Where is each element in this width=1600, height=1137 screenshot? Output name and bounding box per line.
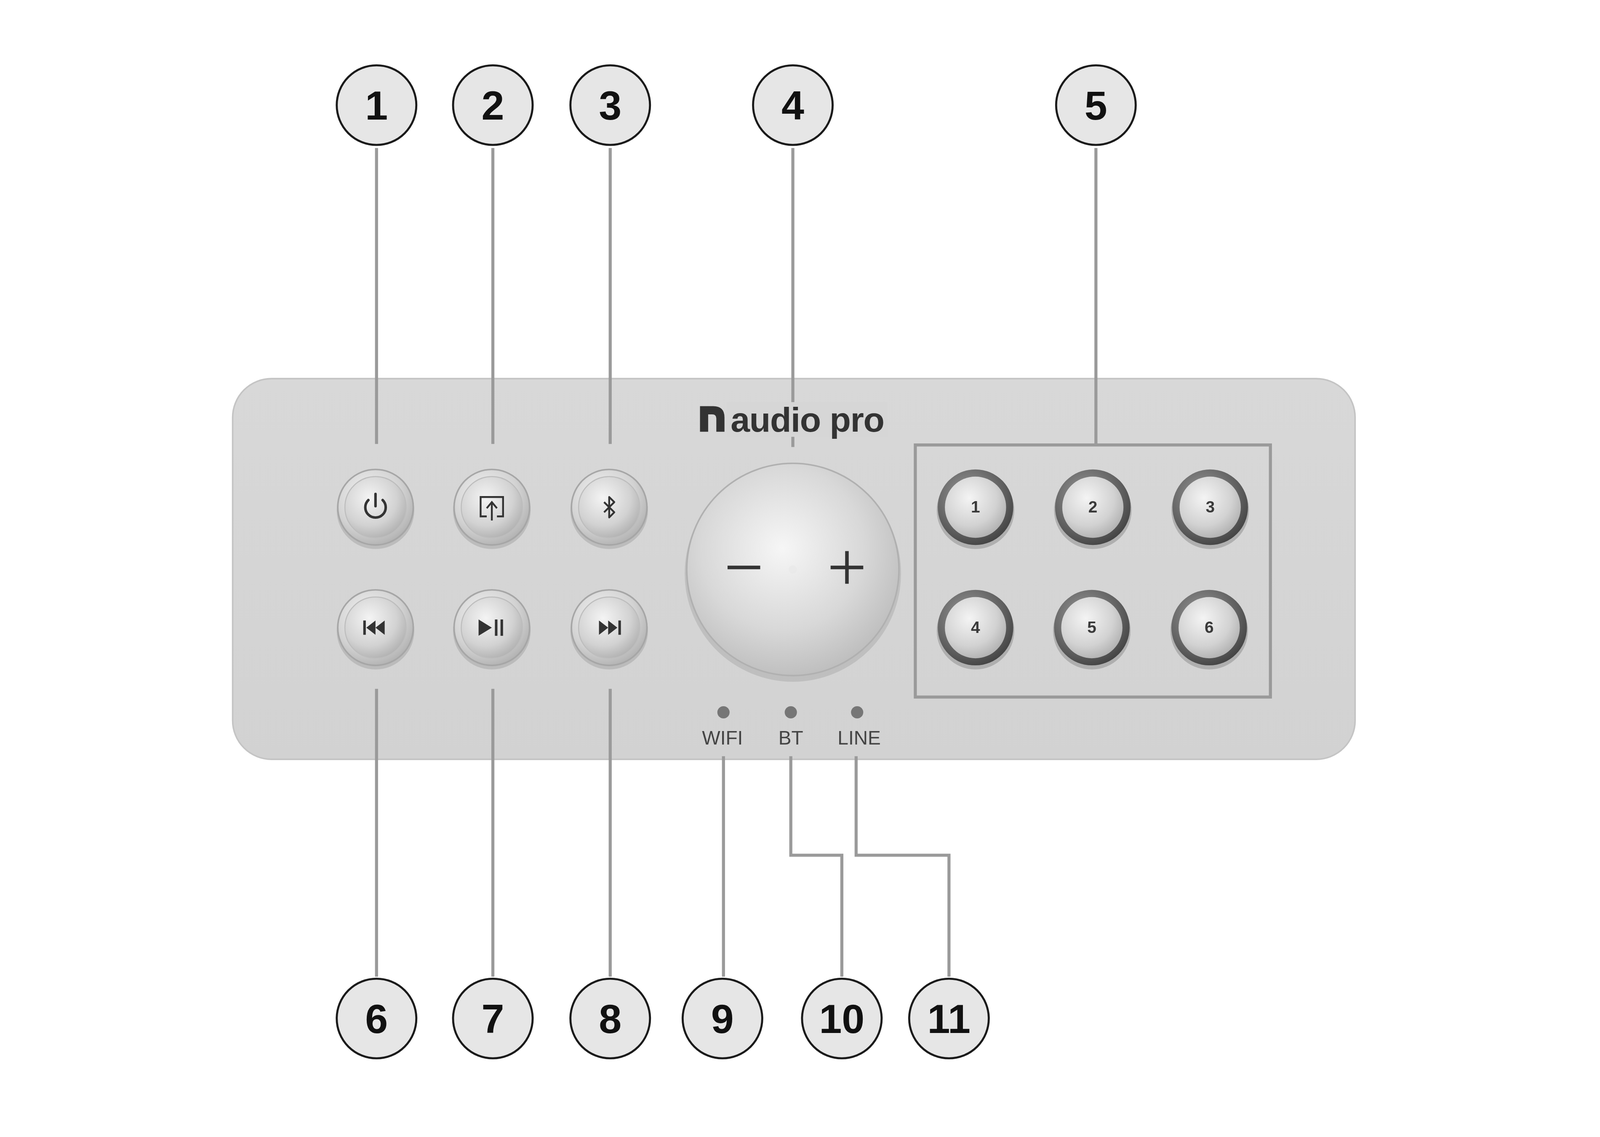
indicator-label: BT bbox=[778, 728, 804, 748]
volume-knob bbox=[684, 463, 902, 682]
callout-number: 3 bbox=[569, 64, 651, 147]
status-leds bbox=[717, 706, 864, 719]
callout-number: 2 bbox=[452, 64, 534, 147]
preset-number: 5 bbox=[1087, 619, 1097, 636]
preset-number: 2 bbox=[1088, 498, 1098, 516]
callout-number: 10 bbox=[800, 977, 883, 1060]
preset-buttons bbox=[936, 469, 1250, 670]
leader-lines bbox=[376, 147, 1096, 977]
callout-number: 4 bbox=[752, 64, 834, 147]
callout-number: 7 bbox=[452, 977, 534, 1060]
preset-number: 3 bbox=[1205, 498, 1215, 516]
callout-number: 9 bbox=[681, 977, 764, 1060]
indicator-label: LINE bbox=[837, 728, 881, 748]
preset-frame bbox=[915, 445, 1271, 698]
panel-plate bbox=[232, 378, 1356, 760]
function-buttons bbox=[336, 469, 648, 670]
indicator-label: WIFI bbox=[701, 728, 743, 748]
callout-number: 1 bbox=[335, 64, 418, 147]
callout-number: 11 bbox=[908, 977, 990, 1060]
callout-number: 6 bbox=[335, 977, 418, 1060]
preset-number: 6 bbox=[1204, 619, 1214, 636]
preset-number: 4 bbox=[970, 619, 981, 636]
brand-logo: audio pro bbox=[726, 402, 889, 437]
callout-number: 5 bbox=[1055, 64, 1137, 147]
logo-mark bbox=[700, 406, 725, 432]
callout-number: 8 bbox=[569, 977, 651, 1060]
preset-number: 1 bbox=[970, 498, 981, 516]
